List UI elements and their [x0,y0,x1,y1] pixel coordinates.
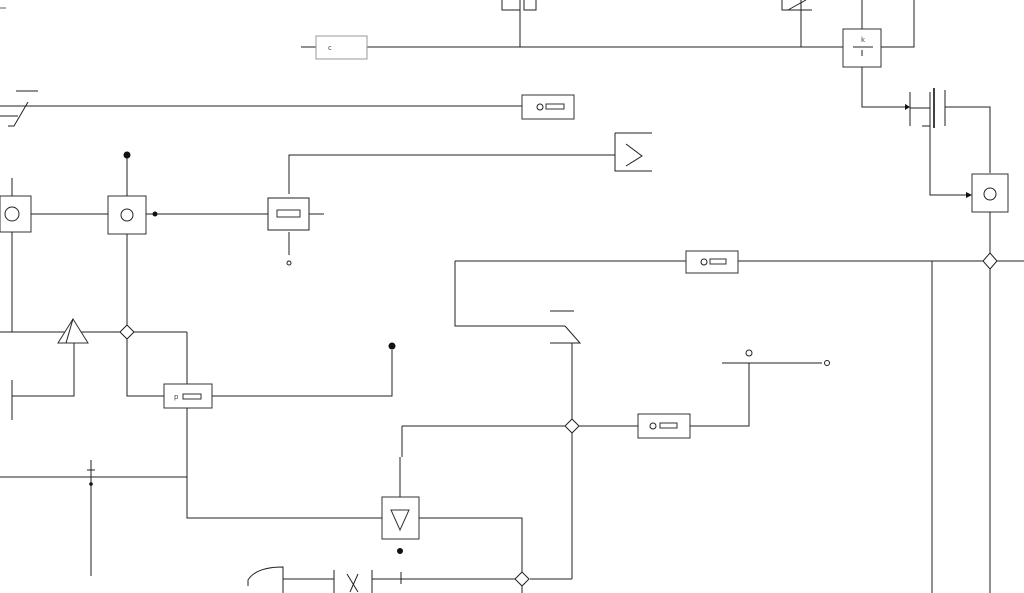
mid-button-box: p [163,342,396,409]
middle-ring-box [31,151,268,235]
left-bus [0,232,188,397]
notch-block [288,132,652,194]
right-bus [454,252,1024,593]
input-box-label: c [328,44,332,52]
right-mid-button-box [637,363,750,439]
svg-text:p: p [174,393,179,401]
triangle-symbol [11,318,89,420]
right-bus-button-box [685,250,739,274]
center-switch [402,310,638,580]
right-switch-assembly [861,67,991,198]
top-bus [0,0,843,48]
top-left-input-box: c [315,35,368,60]
top-right-fraction-box: k [842,0,915,68]
contact-box [267,197,324,266]
bottom-row [247,566,530,593]
right-ring-box [971,173,1009,253]
left-ring-box [0,178,32,233]
upper-right-button-box [521,94,575,120]
triangle-down-box [381,426,523,572]
terminal-pair [722,349,830,366]
upper-left-switch [0,90,522,127]
lower-left-wiring [0,408,382,576]
fraction-label: k [861,36,866,44]
